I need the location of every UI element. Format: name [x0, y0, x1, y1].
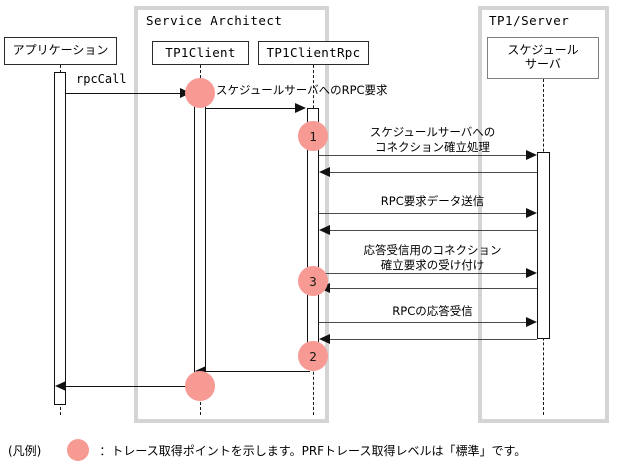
group-frame-tp1-server — [478, 6, 609, 423]
legend-trace-point-icon — [67, 439, 90, 461]
message-line-schedule-server-rpc-request — [206, 108, 297, 109]
message-label-rpc-request-data-send: RPC要求データ送信 — [380, 194, 485, 208]
trace-point-marker-3[interactable]: 3 — [298, 266, 328, 296]
trace-point-marker-tp1client-exit[interactable] — [185, 371, 215, 401]
participant-label-schedule-server-line2: サーバ — [525, 57, 561, 71]
message-line-response-connection-accept-return — [330, 288, 537, 289]
group-title-service-architect: Service Architect — [146, 13, 283, 28]
activation-application — [54, 72, 66, 405]
participant-label-application: アプリケーション — [12, 43, 109, 58]
message-arrow-connection-establish — [526, 150, 537, 160]
legend-text: ：トレース取得ポイントを示します。PRFトレース取得レベルは「標準」です。 — [99, 443, 527, 458]
message-label-response-connection-accept-line2: 確立要求の受け付け — [380, 258, 485, 272]
activation-tp1client — [194, 93, 206, 386]
trace-point-label-3: 3 — [309, 273, 317, 289]
legend: (凡例) ：トレース取得ポイントを示します。PRFトレース取得レベルは「標準」で… — [8, 439, 526, 461]
participant-label-tp1client: TP1Client — [165, 44, 236, 60]
message-arrow-response-connection-accept — [526, 268, 537, 278]
participant-schedule-server[interactable]: スケジュール サーバ — [487, 37, 599, 79]
trace-point-label-2: 2 — [309, 348, 317, 364]
message-arrow-rpc-response-receive — [526, 317, 537, 327]
message-arrow-connection-establish-return — [319, 167, 330, 177]
message-line-rpc-request-data-send — [319, 213, 528, 214]
message-label-rpc-call: rpcCall — [76, 72, 127, 86]
message-line-return-to-application — [66, 386, 194, 387]
group-title-tp1-server: TP1/Server — [489, 13, 570, 28]
message-line-rpc-call — [66, 93, 183, 94]
legend-prefix: (凡例) — [8, 443, 42, 458]
activation-schedule-server — [537, 152, 550, 339]
message-line-rpc-response-receive-return — [330, 339, 537, 340]
message-line-connection-establish-return — [330, 172, 537, 173]
message-line-response-connection-accept — [319, 273, 528, 274]
message-label-response-connection-accept-line1: 応答受信用のコネクション — [363, 243, 502, 257]
message-line-rpc-return-to-client — [206, 371, 310, 372]
trace-point-marker-1[interactable]: 1 — [298, 121, 328, 151]
message-line-rpc-response-receive — [319, 322, 528, 323]
message-label-connection-establish-line2: コネクション確立処理 — [375, 140, 490, 154]
participant-tp1client[interactable]: TP1Client — [152, 41, 249, 65]
message-line-connection-establish — [319, 155, 528, 156]
group-frame-service-architect — [134, 6, 329, 423]
message-arrow-rpc-request-data-send — [526, 208, 537, 218]
participant-label-schedule-server-line1: スケジュール — [507, 43, 579, 58]
participant-application[interactable]: アプリケーション — [4, 37, 117, 65]
trace-point-label-1: 1 — [309, 128, 317, 144]
message-label-schedule-server-rpc-request: スケジュールサーバへのRPC要求 — [216, 83, 388, 97]
trace-point-marker-tp1client-entry[interactable] — [185, 78, 215, 108]
participant-tp1clientrpc[interactable]: TP1ClientRpc — [258, 41, 369, 65]
message-arrow-rpc-request-data-send-return — [319, 225, 330, 235]
participant-label-tp1clientrpc: TP1ClientRpc — [266, 44, 361, 60]
message-arrow-return-to-application — [55, 381, 66, 391]
trace-point-marker-2[interactable]: 2 — [298, 341, 328, 371]
message-line-rpc-request-data-send-return — [330, 230, 537, 231]
message-arrow-rpc-response-receive-return — [319, 334, 330, 344]
message-arrow-schedule-server-rpc-request — [295, 103, 306, 113]
message-label-connection-establish-line1: スケジュールサーバへの — [369, 125, 496, 139]
message-label-rpc-response-receive: RPCの応答受信 — [392, 304, 473, 318]
